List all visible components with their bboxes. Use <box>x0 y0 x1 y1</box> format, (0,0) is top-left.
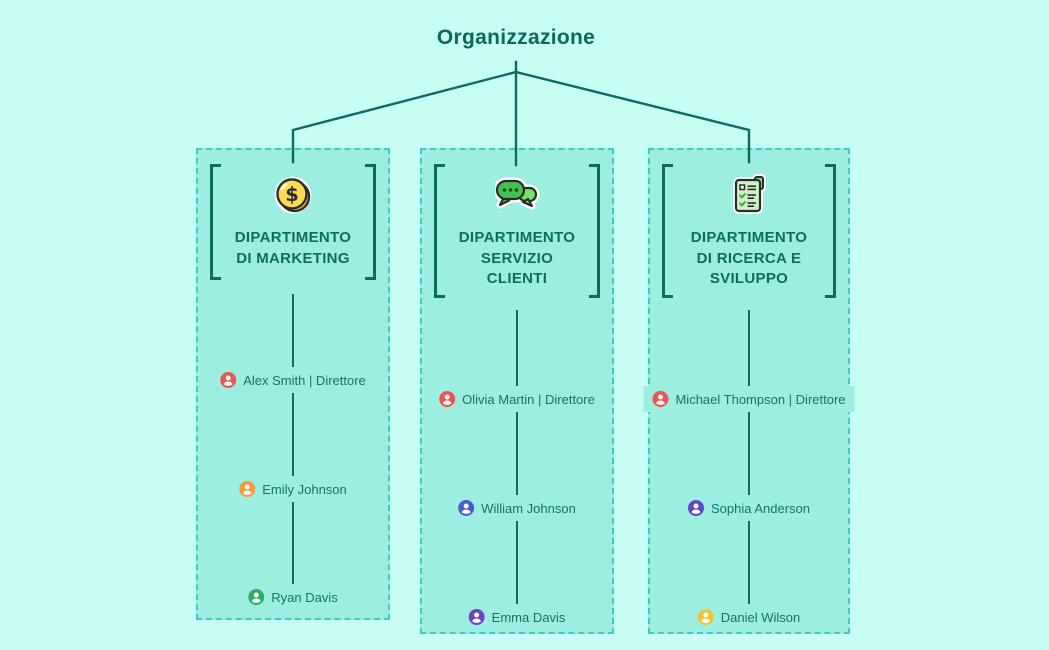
department-card-2[interactable]: DIPARTIMENTO SERVIZIO CLIENTI Olivia Marti… <box>420 148 614 634</box>
department-title-line: DI MARKETING <box>236 249 350 267</box>
person-icon <box>458 500 475 516</box>
person-icon <box>220 372 237 388</box>
department-header: $ DIPARTIMENTO DI MARKETING <box>198 150 388 269</box>
member-name: Sophia Anderson <box>710 500 811 516</box>
left-bracket-decoration <box>434 164 445 298</box>
department-title: DIPARTIMENTO SERVIZIO CLIENTI <box>459 228 575 290</box>
right-bracket-decoration <box>365 164 376 280</box>
person-icon <box>468 609 485 625</box>
right-bracket-decoration <box>825 164 836 298</box>
department-title-line: SERVIZIO <box>480 249 554 267</box>
department-title-line: DI RICERCA E <box>696 249 802 267</box>
member-row[interactable]: William Johnson <box>449 495 585 521</box>
department-title-line: SVILUPPO <box>709 270 789 288</box>
member-name: Ryan Davis <box>271 589 338 605</box>
member-row[interactable]: Alex Smith | Direttore <box>211 367 375 393</box>
checklist-icon <box>729 171 769 219</box>
member-name: Alex Smith | Direttore <box>243 372 366 388</box>
member-row[interactable]: Emma Davis <box>459 604 575 630</box>
member-connector-line <box>516 310 518 617</box>
person-icon <box>652 391 669 407</box>
member-name: William Johnson <box>481 500 576 516</box>
department-title-line: DIPARTIMENTO <box>690 229 808 246</box>
right-bracket-decoration <box>589 164 600 298</box>
department-title-line: DIPARTIMENTO <box>234 229 352 246</box>
member-connector-line <box>748 310 750 617</box>
department-title: DIPARTIMENTO DI RICERCA E SVILUPPO <box>691 228 807 290</box>
department-title: DIPARTIMENTO DI MARKETING <box>235 228 351 269</box>
department-title-line: DIPARTIMENTO <box>458 229 576 246</box>
member-row[interactable]: Olivia Martin | Direttore <box>430 386 604 412</box>
department-card-3[interactable]: DIPARTIMENTO DI RICERCA E SVILUPPO Michael… <box>643 148 855 634</box>
person-icon <box>248 589 265 605</box>
member-row[interactable]: Daniel Wilson <box>688 604 810 630</box>
member-name: Daniel Wilson <box>720 609 801 625</box>
person-icon <box>687 500 704 516</box>
dollar-coin-icon: $ <box>272 171 314 219</box>
department-header: DIPARTIMENTO SERVIZIO CLIENTI <box>422 150 612 290</box>
page-title: Organizzazione <box>436 26 596 49</box>
person-icon <box>239 481 256 497</box>
member-row[interactable]: Emily Johnson <box>230 476 356 502</box>
member-connector-line <box>292 294 294 597</box>
left-bracket-decoration <box>210 164 221 280</box>
department-card-1[interactable]: $ DIPARTIMENTO DI MARKETING Alex Smith | … <box>196 148 390 620</box>
member-row[interactable]: Michael Thompson | Direttore <box>643 386 855 412</box>
person-icon <box>439 391 456 407</box>
department-header: DIPARTIMENTO DI RICERCA E SVILUPPO <box>650 150 848 290</box>
left-bracket-decoration <box>662 164 673 298</box>
svg-text:$: $ <box>285 183 299 206</box>
member-name: Emma Davis <box>491 609 566 625</box>
department-title-line: CLIENTI <box>486 270 548 288</box>
person-icon <box>697 609 714 625</box>
member-row[interactable]: Ryan Davis <box>239 584 347 610</box>
chat-bubbles-icon <box>494 171 540 219</box>
member-name: Emily Johnson <box>262 481 347 497</box>
member-name: Michael Thompson | Direttore <box>675 391 846 407</box>
member-row[interactable]: Sophia Anderson <box>678 495 820 521</box>
member-name: Olivia Martin | Direttore <box>462 391 595 407</box>
